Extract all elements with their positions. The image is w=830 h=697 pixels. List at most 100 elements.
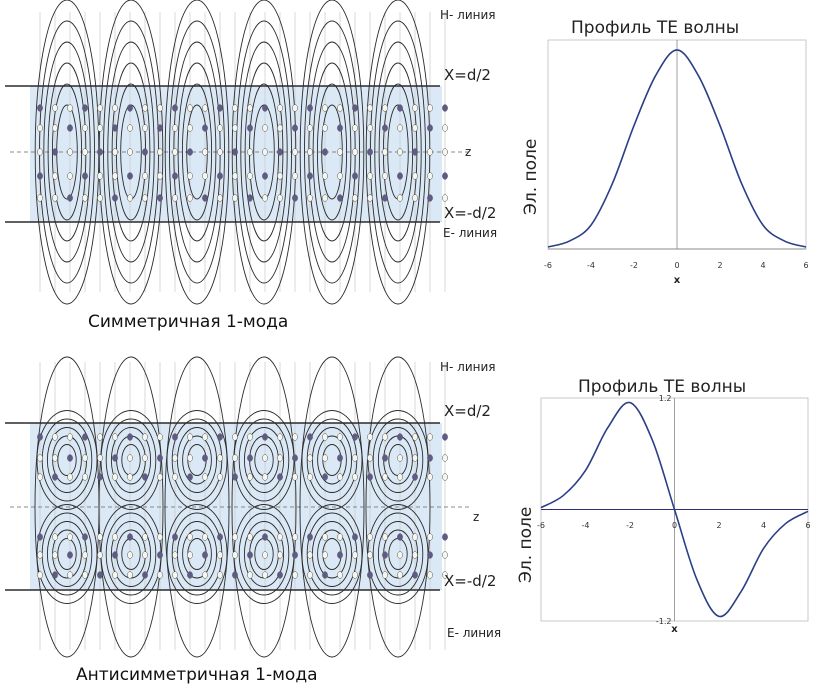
- field-dot: [52, 104, 58, 112]
- field-dot: [412, 473, 418, 481]
- field-dot: [352, 551, 358, 559]
- field-dot: [322, 571, 328, 579]
- field-dot: [262, 194, 268, 202]
- field-dot: [352, 533, 358, 541]
- field-dot: [142, 533, 148, 541]
- h-field-line: [243, 427, 285, 493]
- profile-curve: [540, 401, 809, 618]
- profile-curve: [547, 49, 807, 248]
- field-dot: [127, 194, 133, 202]
- h-field-line: [240, 41, 288, 263]
- field-dot: [397, 104, 403, 112]
- x-tick-label: 2: [716, 521, 721, 530]
- field-dot: [112, 454, 118, 462]
- field-dot: [52, 194, 58, 202]
- field-dot: [67, 104, 73, 112]
- field-dot: [202, 124, 208, 132]
- field-dot: [337, 148, 343, 156]
- field-dot: [127, 124, 133, 132]
- field-dot: [292, 571, 298, 579]
- field-dot: [412, 571, 418, 579]
- h-field-line: [166, 410, 228, 510]
- field-dot: [292, 104, 298, 112]
- field-dot: [337, 551, 343, 559]
- field-dot: [82, 124, 88, 132]
- field-dot: [427, 473, 433, 481]
- field-dot: [352, 172, 358, 180]
- field-dot: [67, 124, 73, 132]
- x-tick-label: 6: [805, 521, 810, 530]
- field-dot: [37, 148, 43, 156]
- field-dot: [232, 473, 238, 481]
- field-dot: [37, 124, 43, 132]
- field-dot: [367, 473, 373, 481]
- field-dot: [97, 104, 103, 112]
- field-dot: [247, 533, 253, 541]
- h-field-line: [243, 521, 285, 587]
- field-dot: [172, 551, 178, 559]
- field-dot: [37, 533, 43, 541]
- field-dot: [397, 571, 403, 579]
- field-dot: [307, 124, 313, 132]
- x-tick-label: 4: [761, 521, 766, 530]
- field-dot: [127, 172, 133, 180]
- field-dot: [412, 104, 418, 112]
- field-dot: [67, 551, 73, 559]
- field-dot: [217, 454, 223, 462]
- field-dot: [37, 172, 43, 180]
- field-dot: [52, 124, 58, 132]
- x-tick-label: -4: [582, 521, 590, 530]
- field-dot: [217, 148, 223, 156]
- field-dot: [52, 533, 58, 541]
- field-dot: [382, 194, 388, 202]
- field-dot: [382, 571, 388, 579]
- field-dot: [247, 194, 253, 202]
- h-field-line: [43, 41, 91, 263]
- lower-boundary-label: X=-d/2: [444, 204, 497, 222]
- field-dot: [52, 454, 58, 462]
- h-field-line: [110, 427, 152, 493]
- field-dot: [157, 454, 163, 462]
- upper-boundary-label: X=d/2: [444, 66, 491, 84]
- field-dot: [427, 148, 433, 156]
- h-field-line: [182, 435, 212, 485]
- x-tick-label: 4: [760, 261, 765, 270]
- field-dot: [187, 433, 193, 441]
- field-dot: [292, 433, 298, 441]
- field-dot: [187, 148, 193, 156]
- field-dot: [277, 433, 283, 441]
- field-dot: [382, 454, 388, 462]
- field-dot: [442, 473, 448, 481]
- field-dot: [397, 124, 403, 132]
- h-field-line: [110, 521, 152, 587]
- field-dot: [202, 104, 208, 112]
- x-tick-label: 0: [672, 521, 677, 530]
- field-dot: [412, 551, 418, 559]
- field-dot: [217, 571, 223, 579]
- field-dot: [247, 148, 253, 156]
- field-dot: [187, 194, 193, 202]
- field-dot: [67, 533, 73, 541]
- field-dot: [427, 551, 433, 559]
- field-dot: [427, 124, 433, 132]
- symmetric-mode-caption: Симметричная 1-мода: [88, 312, 289, 332]
- field-dot: [307, 104, 313, 112]
- field-dot: [187, 104, 193, 112]
- field-dot: [412, 194, 418, 202]
- field-dot: [82, 104, 88, 112]
- h-field-line: [231, 356, 297, 658]
- field-dot: [217, 104, 223, 112]
- field-dot: [352, 194, 358, 202]
- field-dot: [277, 104, 283, 112]
- field-dot: [157, 148, 163, 156]
- field-dot: [337, 433, 343, 441]
- field-dot: [172, 148, 178, 156]
- h-field-line: [377, 427, 419, 493]
- x-tick-label: 0: [674, 261, 679, 270]
- x-tick-label: 6: [803, 261, 808, 270]
- field-dot: [232, 148, 238, 156]
- field-dot: [82, 194, 88, 202]
- field-dot: [262, 433, 268, 441]
- field-dot: [367, 454, 373, 462]
- field-dot: [442, 571, 448, 579]
